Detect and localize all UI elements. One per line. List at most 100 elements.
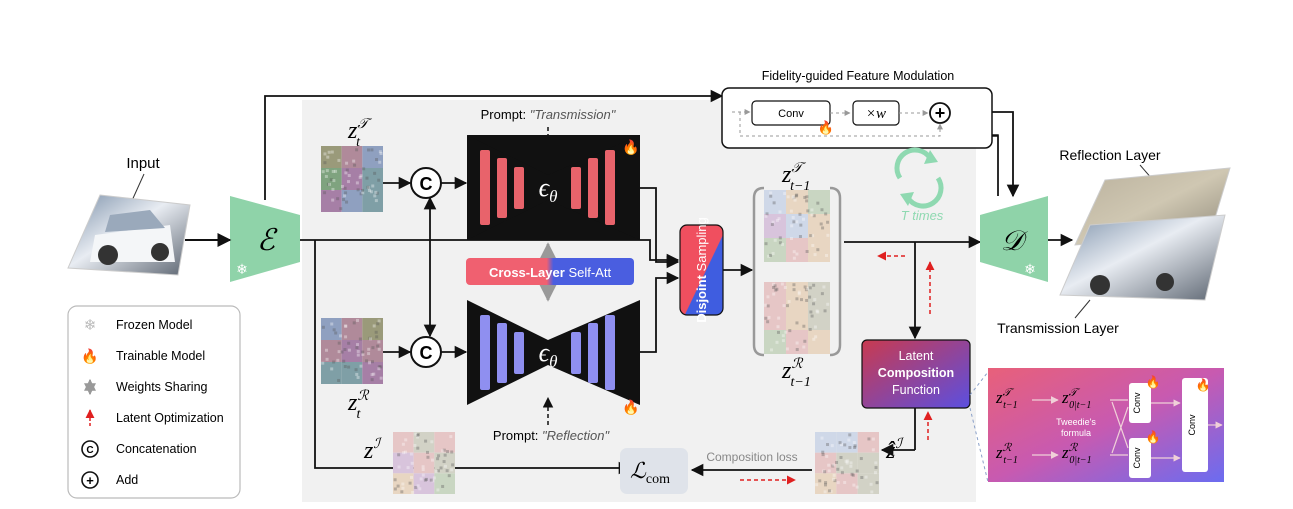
latent-cell (341, 146, 363, 168)
latent-cell (393, 452, 414, 474)
latent-noise (795, 341, 799, 345)
latent-noise (835, 460, 839, 464)
latent-cell (786, 238, 808, 262)
latent-grid-zt-transmission (321, 146, 383, 212)
latent-noise (871, 448, 875, 452)
latent-cell (764, 306, 786, 330)
latent-noise (449, 435, 453, 439)
latent-noise (397, 453, 401, 457)
prompt-reflection: Prompt: "Reflection" (493, 428, 611, 443)
latent-cell (321, 340, 342, 362)
latent-noise (361, 188, 365, 192)
latent-noise (401, 486, 405, 490)
latent-noise (832, 477, 836, 481)
latent-noise (790, 224, 794, 228)
latent-noise (340, 350, 344, 354)
latent-cell (857, 432, 879, 453)
latent-noise (792, 220, 796, 224)
bracket-right (829, 186, 842, 357)
latent-noise (855, 469, 859, 473)
latent-noise (411, 490, 415, 494)
latent-noise (820, 436, 824, 440)
latent-noise (375, 158, 379, 162)
latent-noise (379, 376, 383, 380)
latent-noise (875, 481, 879, 485)
latent-noise (347, 174, 351, 178)
latent-noise (344, 191, 348, 195)
latent-noise (810, 213, 814, 217)
latent-noise (844, 459, 848, 463)
latent-noise (367, 347, 371, 351)
latent-noise (772, 201, 776, 205)
latent-noise (344, 335, 348, 339)
latent-noise (377, 340, 381, 344)
latent-noise (836, 481, 840, 485)
latent-noise (770, 222, 774, 226)
latent-noise (372, 324, 376, 328)
latent-noise (784, 330, 788, 334)
latent-cell (808, 306, 830, 330)
latent-cell (764, 330, 786, 354)
latent-noise (441, 449, 445, 453)
loop-icon (894, 147, 944, 209)
latent-noise (848, 446, 852, 450)
latent-noise (377, 365, 381, 369)
latent-noise (358, 337, 362, 341)
latent-noise (783, 286, 787, 290)
latent-cell (321, 362, 342, 384)
latent-noise (797, 290, 801, 294)
latent-noise (781, 334, 785, 338)
latent-cell (836, 432, 858, 453)
latent-noise (368, 361, 372, 365)
latent-noise (418, 487, 422, 491)
latent-cell (341, 190, 363, 212)
latent-noise (767, 315, 771, 319)
latent-noise (840, 466, 844, 470)
latent-noise (851, 473, 855, 477)
fgfm-add-symbol: + (935, 103, 946, 123)
latent-noise (365, 176, 369, 180)
latent-noise (812, 337, 816, 341)
latent-noise (825, 253, 829, 257)
latent-noise (361, 352, 365, 356)
latent-noise (323, 191, 327, 195)
latent-noise (368, 336, 372, 340)
latent-noise (806, 209, 810, 213)
latent-noise (793, 198, 797, 202)
latent-noise (874, 461, 878, 465)
latent-noise (764, 214, 768, 218)
latent-noise (334, 331, 338, 335)
unet-reflection: ϵθ 🔥 (467, 300, 640, 416)
latent-noise (436, 488, 440, 492)
latent-noise (792, 256, 796, 260)
latent-noise (771, 252, 775, 256)
latent-cell (786, 306, 808, 330)
latent-noise (439, 466, 443, 470)
latent-noise (337, 158, 341, 162)
latent-noise (343, 194, 347, 198)
latent-noise (396, 484, 400, 488)
latent-noise (339, 207, 343, 211)
latent-noise (424, 439, 428, 443)
latent-noise (797, 292, 801, 296)
latent-noise (769, 194, 773, 198)
latent-noise (373, 171, 377, 175)
loop-label: T times (901, 208, 944, 223)
latent-noise (378, 160, 382, 164)
detail-flame-icon-1: 🔥 (1146, 375, 1161, 389)
latent-noise (355, 148, 359, 152)
latent-noise (404, 438, 408, 442)
latent-noise (374, 330, 378, 334)
latent-noise (822, 469, 826, 473)
latent-noise (823, 309, 827, 313)
latent-noise (827, 469, 831, 473)
detail-flame-icon-2: 🔥 (1146, 430, 1161, 444)
latent-composition-function-block (861, 339, 971, 409)
lcf-line3: Function (892, 383, 940, 397)
detail-flame-icon-3: 🔥 (1196, 378, 1211, 392)
latent-noise (331, 187, 335, 191)
latent-noise (352, 159, 356, 163)
unet-reflection-symbol: ϵθ (539, 338, 558, 371)
